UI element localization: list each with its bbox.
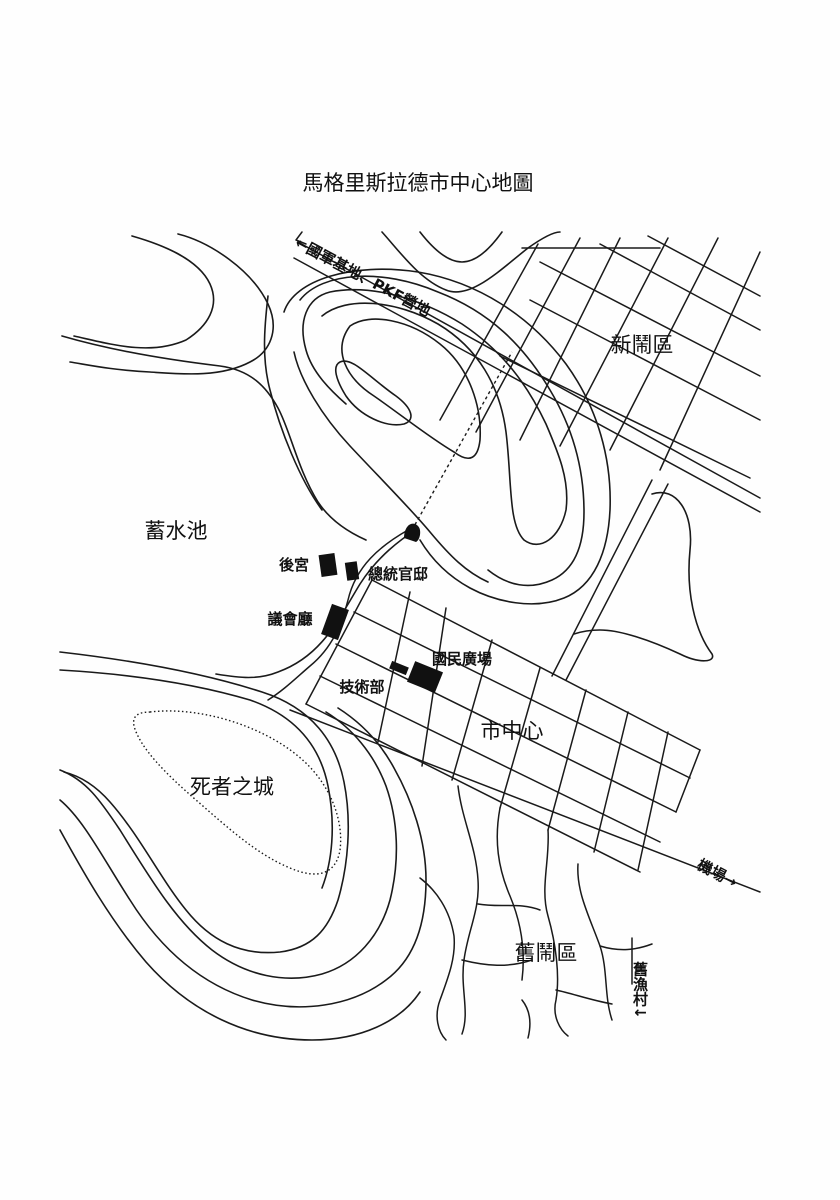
necropolis-contours (59, 651, 427, 1041)
presidential-residence-building (344, 561, 360, 581)
buildings (318, 523, 444, 693)
necropolis-label: 死者之城 (190, 775, 274, 799)
new-district-label: 新鬧區 (611, 333, 674, 357)
road-arrows (295, 231, 307, 245)
army-base-direction-label: ←國軍基地、PKF營地 (292, 234, 433, 321)
parliament-label: 議會廳 (267, 610, 312, 628)
dashed-path (411, 351, 513, 531)
rear-palace-label: 後宮 (278, 556, 309, 574)
national-plaza-label: 國民廣場 (432, 650, 492, 668)
fishing-village-direction-label: 舊漁村↓ (631, 960, 649, 1018)
old-district-roads (419, 785, 653, 1041)
technology-ministry-building (389, 660, 409, 676)
parliament-building (321, 603, 349, 641)
north-south-road (551, 479, 669, 681)
city-center-grid (289, 579, 761, 893)
lake-shore-contours (69, 233, 274, 375)
reservoir-label: 蓄水池 (145, 519, 208, 543)
central-hill-contours (283, 268, 611, 605)
old-district-label: 舊鬧區 (515, 941, 578, 965)
airport-direction-label: 機場→ (694, 856, 740, 892)
technology-ministry-label: 技術部 (339, 678, 384, 696)
rear-palace-building (318, 552, 338, 578)
city-center-label: 市中心 (481, 719, 544, 743)
map-title: 馬格里斯拉德市中心地圖 (303, 171, 534, 195)
presidential-residence-label: 總統官邸 (368, 565, 428, 583)
valley-contours (61, 295, 419, 679)
top-hill-contours (381, 231, 561, 293)
new-district-grid (439, 235, 761, 479)
national-plaza-building (406, 661, 444, 693)
east-hill-contour (573, 491, 714, 662)
residence-dome (404, 523, 421, 542)
